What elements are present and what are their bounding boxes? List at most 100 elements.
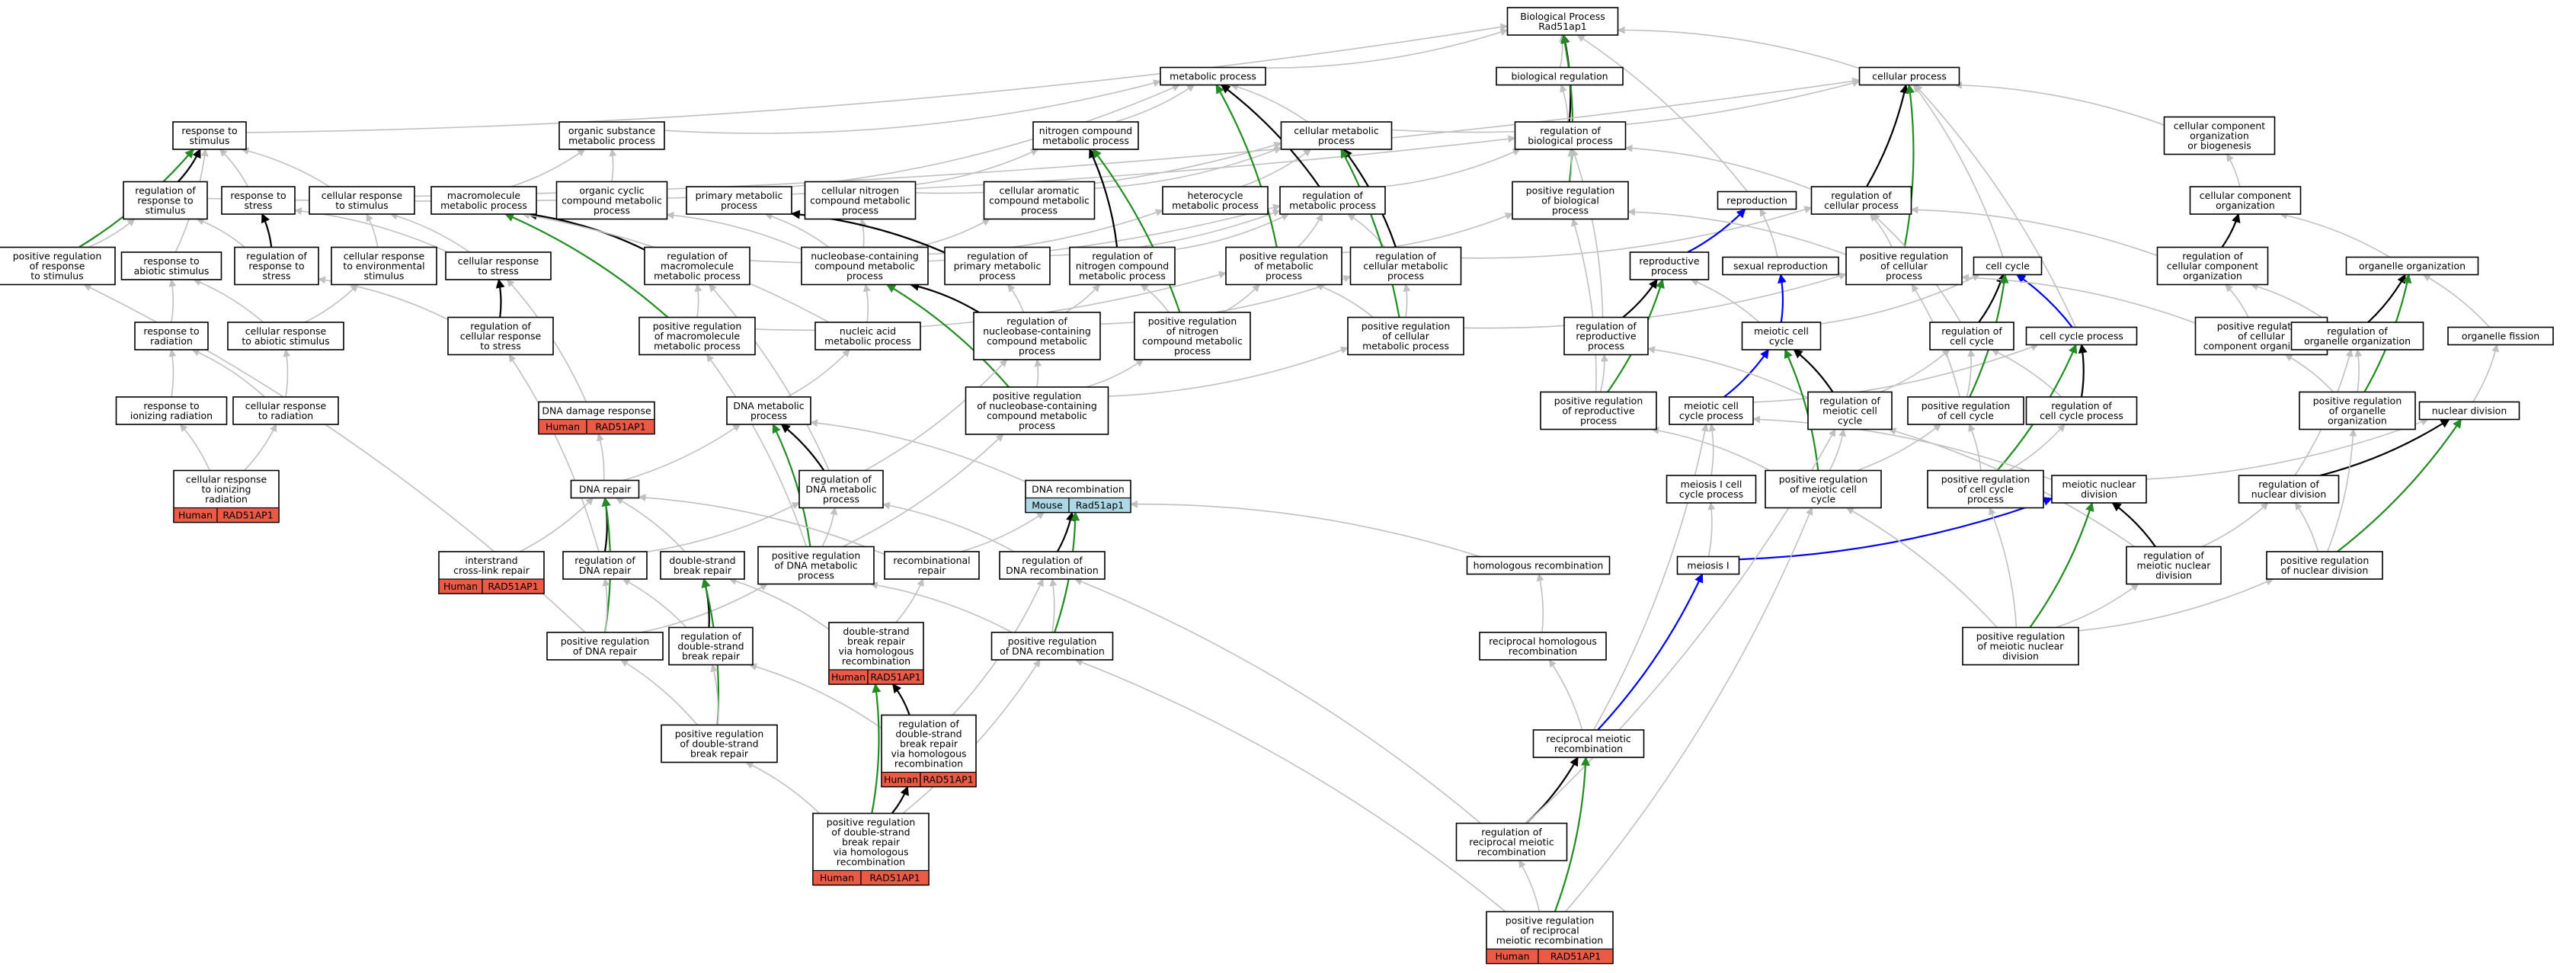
edge-is-a (245, 23, 1509, 133)
go-term-cell-cycle[interactable]: cell cycle (1973, 256, 2043, 276)
go-term-sexual-reproduction[interactable]: sexual reproduction (1722, 256, 1839, 276)
go-term-organelle-fission[interactable]: organelle fission (2447, 326, 2554, 346)
go-term-cellular-process[interactable]: cellular process (1858, 66, 1960, 86)
go-term-meiosis-i[interactable]: meiosis I (1676, 555, 1740, 575)
go-term-reproduction[interactable]: reproduction (1717, 190, 1797, 210)
go-term-organelle-organization[interactable]: organelle organization (2345, 256, 2479, 276)
go-term-biological-regulation[interactable]: biological regulation (1496, 66, 1624, 86)
go-term-cell-cycle-process[interactable]: cell cycle process (2025, 326, 2138, 346)
term-box (1973, 256, 2043, 276)
go-term-homologous-recombination[interactable]: homologous recombination (1466, 555, 1611, 575)
go-term-nuclear-division[interactable]: nuclear division (2418, 401, 2520, 421)
go-term-regulation-of-nucleobase-containing-mp[interactable]: regulation ofnucleobase-containingcompou… (973, 312, 1101, 360)
go-term-dna-repair[interactable]: DNA repair (570, 479, 640, 499)
go-term-metabolic-process[interactable]: metabolic process (1160, 66, 1266, 86)
